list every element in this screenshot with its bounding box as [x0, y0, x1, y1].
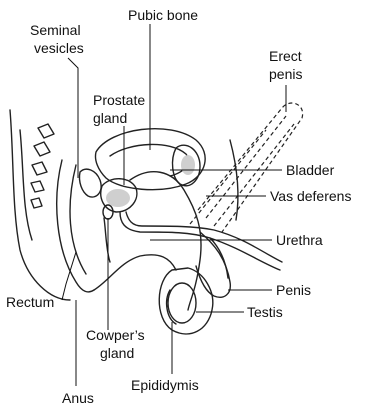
cowpers-gland-shape — [103, 205, 113, 219]
rectum-shape — [57, 160, 94, 292]
label-prostate-line1: Prostate — [93, 92, 145, 108]
vertebra — [31, 198, 42, 208]
vertebra — [31, 181, 44, 192]
label-seminal-vesicles-line2: vesicles — [34, 40, 84, 56]
seminal-vesicle-shape — [79, 169, 101, 197]
leader-seminal-vesicles — [68, 58, 78, 178]
label-penis: Penis — [276, 282, 311, 298]
perineum-outline — [94, 255, 176, 290]
leader-rectum — [62, 252, 76, 300]
label-pubic-bone: Pubic bone — [128, 7, 198, 23]
label-testis: Testis — [247, 304, 283, 320]
rectum-inner — [70, 165, 86, 274]
labels: Seminal vesicles Pubic bone Erect penis … — [6, 7, 351, 406]
label-rectum: Rectum — [6, 294, 54, 310]
vertebra — [38, 124, 54, 138]
pubic-shading — [181, 155, 195, 175]
label-cowpers-line2: gland — [100, 345, 134, 361]
label-erect-penis-line2: penis — [269, 66, 302, 82]
vas-deferens-tube — [130, 172, 201, 310]
label-bladder: Bladder — [286, 162, 335, 178]
label-anus: Anus — [62, 390, 94, 406]
label-epididymis: Epididymis — [131, 377, 199, 393]
label-prostate-line2: gland — [93, 110, 127, 126]
back-inner-outline — [20, 130, 32, 240]
testis-shape — [168, 283, 196, 323]
cowpers-duct — [104, 218, 110, 262]
label-cowpers-line1: Cowper’s — [86, 327, 145, 343]
vertebra — [32, 162, 47, 175]
vertebra — [34, 142, 50, 156]
label-erect-penis-line1: Erect — [269, 48, 302, 64]
abdomen-outline — [230, 140, 238, 220]
back-outline — [10, 110, 70, 300]
label-seminal-vesicles-line1: Seminal — [30, 22, 81, 38]
bladder-inner — [110, 144, 188, 176]
label-urethra: Urethra — [276, 232, 323, 248]
label-vas-deferens: Vas deferens — [270, 188, 351, 204]
prostate-shading — [106, 189, 130, 207]
